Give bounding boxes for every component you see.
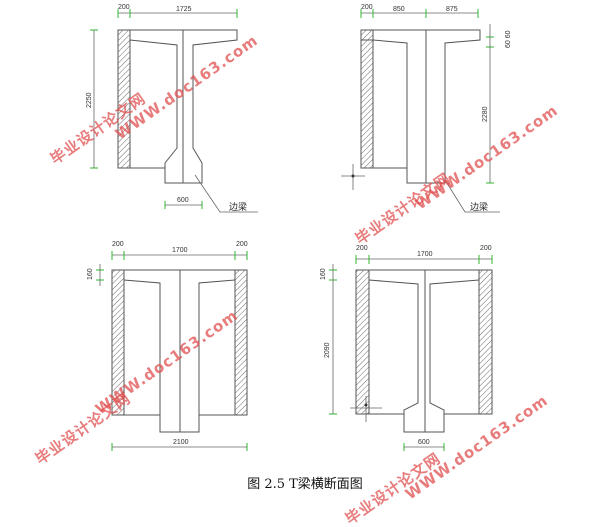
dim-height: 2280 (482, 106, 489, 122)
dim-flange: 160 (320, 268, 327, 280)
dim-top: 1700 (172, 247, 188, 254)
panel-middle-beam-2: 200 1700 200 160 2090 600 (320, 245, 493, 451)
dim-wall: 200 (118, 4, 130, 11)
dim-right-wall: 200 (236, 241, 248, 248)
dim-left-wall: 200 (356, 245, 368, 252)
dim-bottom: 600 (177, 197, 189, 204)
dim-height: 2250 (86, 92, 93, 108)
dim-bottom: 600 (418, 439, 430, 446)
figure-caption: 图 2.5 T梁横断面图 (247, 477, 363, 492)
crosshair-cursor (350, 396, 382, 422)
dim-left: 850 (393, 6, 405, 13)
dim-height: 2090 (324, 342, 331, 358)
edge-beam-label: 边梁 (470, 201, 488, 213)
dim-bottom: 2100 (173, 439, 189, 446)
dim-right-wall: 200 (480, 245, 492, 252)
panel-edge-beam-1: 200 1725 2250 600 边梁 (86, 4, 258, 213)
dim-right: 875 (446, 6, 458, 13)
dim-flange: 1725 (176, 6, 192, 13)
edge-beam-label: 边梁 (229, 201, 247, 213)
hatched-wall (360, 29, 374, 169)
svg-text:WWW.doc163.com: WWW.doc163.com (112, 31, 261, 143)
panel-middle-beam-1: 200 1700 200 160 2100 (87, 241, 248, 451)
dim-top: 1700 (417, 251, 433, 258)
dim-wall: 200 (361, 4, 373, 11)
panel-edge-beam-2: 200 850 875 60 60 2280 边梁 (341, 4, 512, 213)
dim-left-wall: 200 (112, 241, 124, 248)
dim-flange: 60 60 (505, 30, 512, 48)
dim-flange: 160 (87, 268, 94, 280)
